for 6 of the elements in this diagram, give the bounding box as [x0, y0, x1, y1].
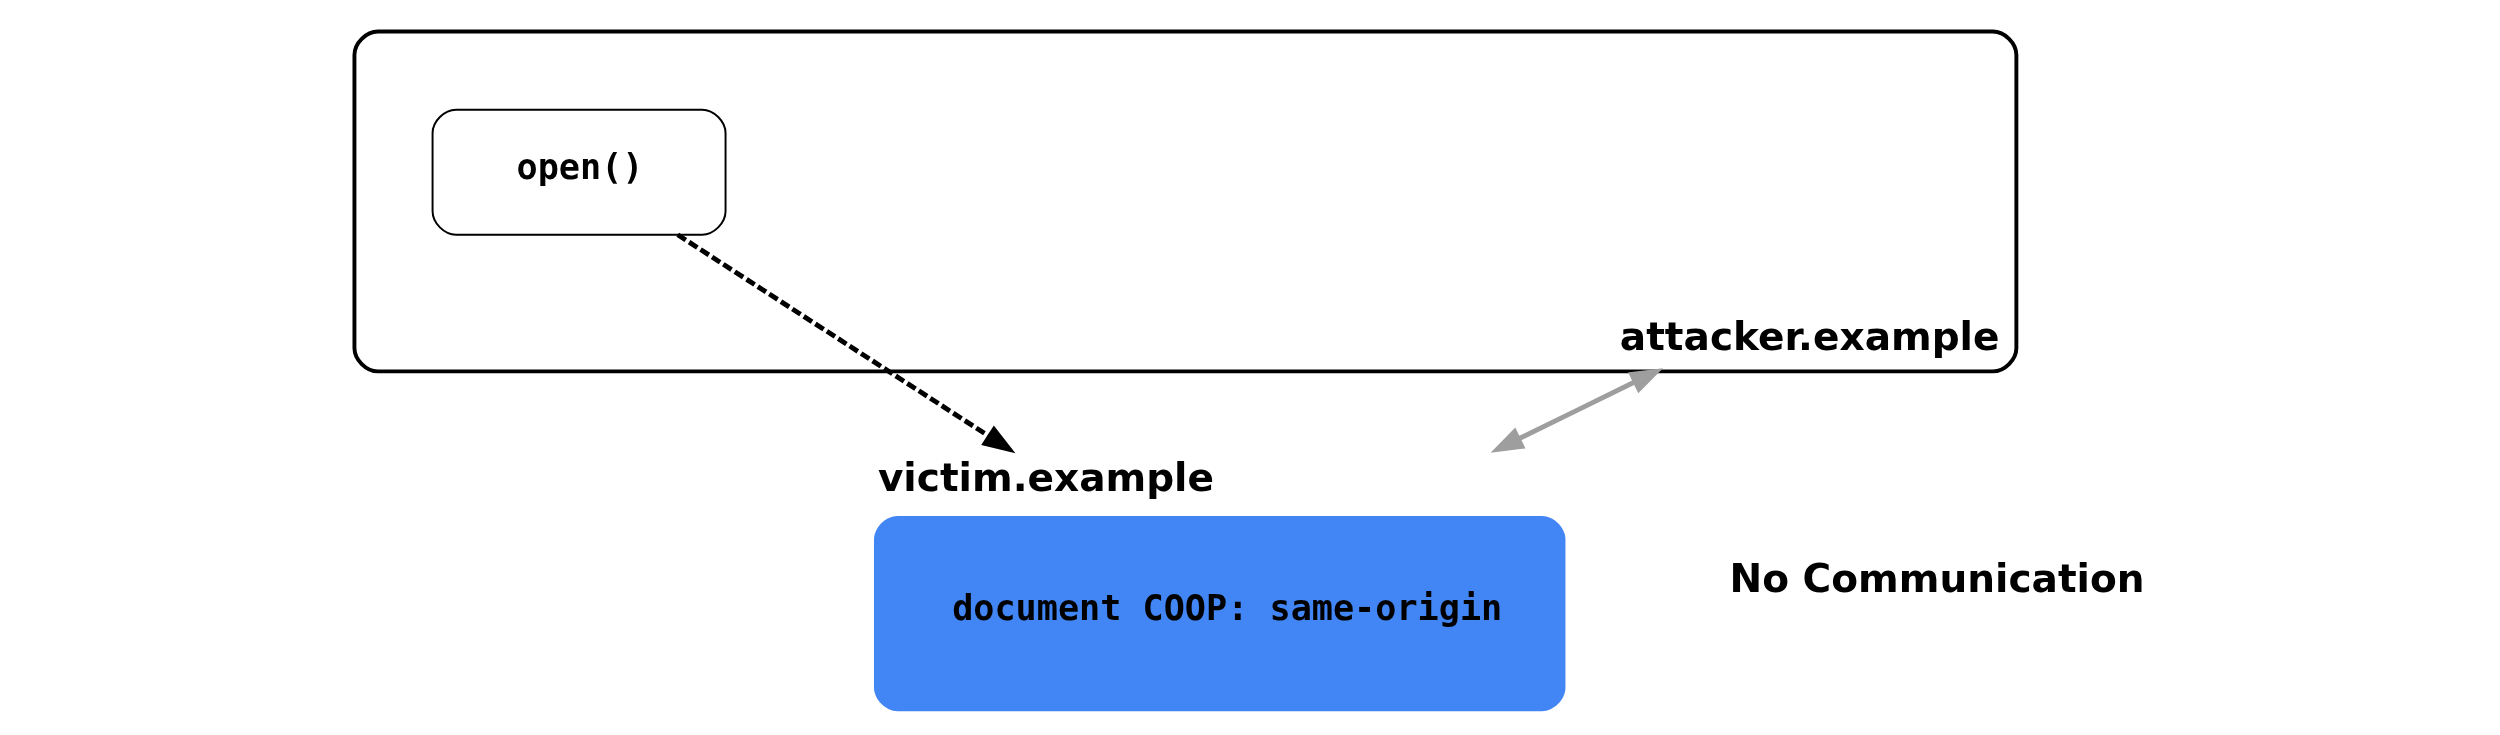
arrow [676, 232, 1016, 454]
node-box: open() [431, 108, 727, 236]
node-label: victim.example [877, 454, 1214, 500]
node-box: document COOP: same-origin [874, 515, 1566, 712]
arrow [1490, 368, 1664, 453]
label: No Communication [1729, 556, 2145, 602]
